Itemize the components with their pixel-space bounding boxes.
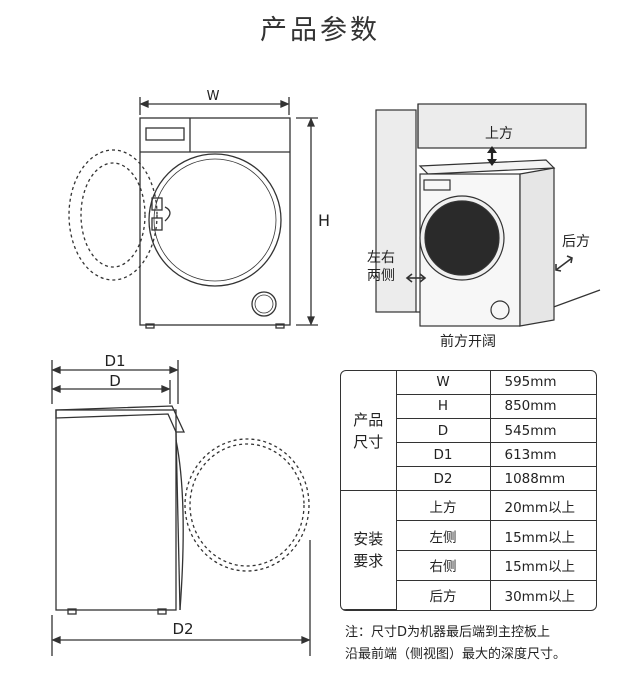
top-clearance-label: 上方 — [485, 126, 513, 142]
spec-value: 545mm — [489, 418, 596, 444]
spec-value: 850mm — [489, 393, 596, 420]
spec-group-label: 产品 尺寸 — [341, 371, 397, 492]
d1-label: D1 — [104, 352, 125, 370]
sides-clearance-label-1: 左右 — [367, 250, 395, 266]
spec-group-label: 安装 要求 — [341, 490, 397, 610]
sides-clearance-label-2: 两侧 — [367, 268, 395, 284]
spec-value: 15mm以上 — [489, 550, 596, 581]
width-label: W — [207, 89, 220, 104]
spec-value: 1088mm — [489, 466, 596, 492]
spec-key: D2 — [396, 466, 491, 492]
footnote-line-2: 沿最前端（侧视图）最大的深度尺寸。 — [345, 647, 567, 662]
footnote-line-1: 注：尺寸D为机器最后端到主控板上 — [345, 625, 551, 640]
spec-key: H — [396, 393, 491, 420]
spec-value: 20mm以上 — [489, 490, 596, 522]
d2-label: D2 — [172, 620, 193, 638]
spec-key: D1 — [396, 442, 491, 468]
spec-value: 30mm以上 — [489, 579, 596, 610]
d-label: D — [109, 372, 121, 390]
spec-key: D — [396, 418, 491, 444]
spec-key: 后方 — [396, 579, 491, 610]
rear-clearance-label: 后方 — [562, 234, 590, 250]
page-title: 产品参数 — [260, 15, 380, 46]
spec-key: 左侧 — [396, 520, 491, 552]
front-clearance-label: 前方开阔 — [440, 333, 496, 350]
footnote: 注：尺寸D为机器最后端到主控板上 沿最前端（侧视图）最大的深度尺寸。 — [345, 622, 615, 666]
spec-value: 15mm以上 — [489, 520, 596, 552]
height-label: H — [318, 211, 330, 230]
spec-key: 右侧 — [396, 550, 491, 581]
spec-value: 595mm — [489, 371, 596, 395]
spec-key: 上方 — [395, 490, 491, 522]
spec-key: W — [395, 371, 491, 395]
spec-value: 613mm — [489, 442, 596, 468]
